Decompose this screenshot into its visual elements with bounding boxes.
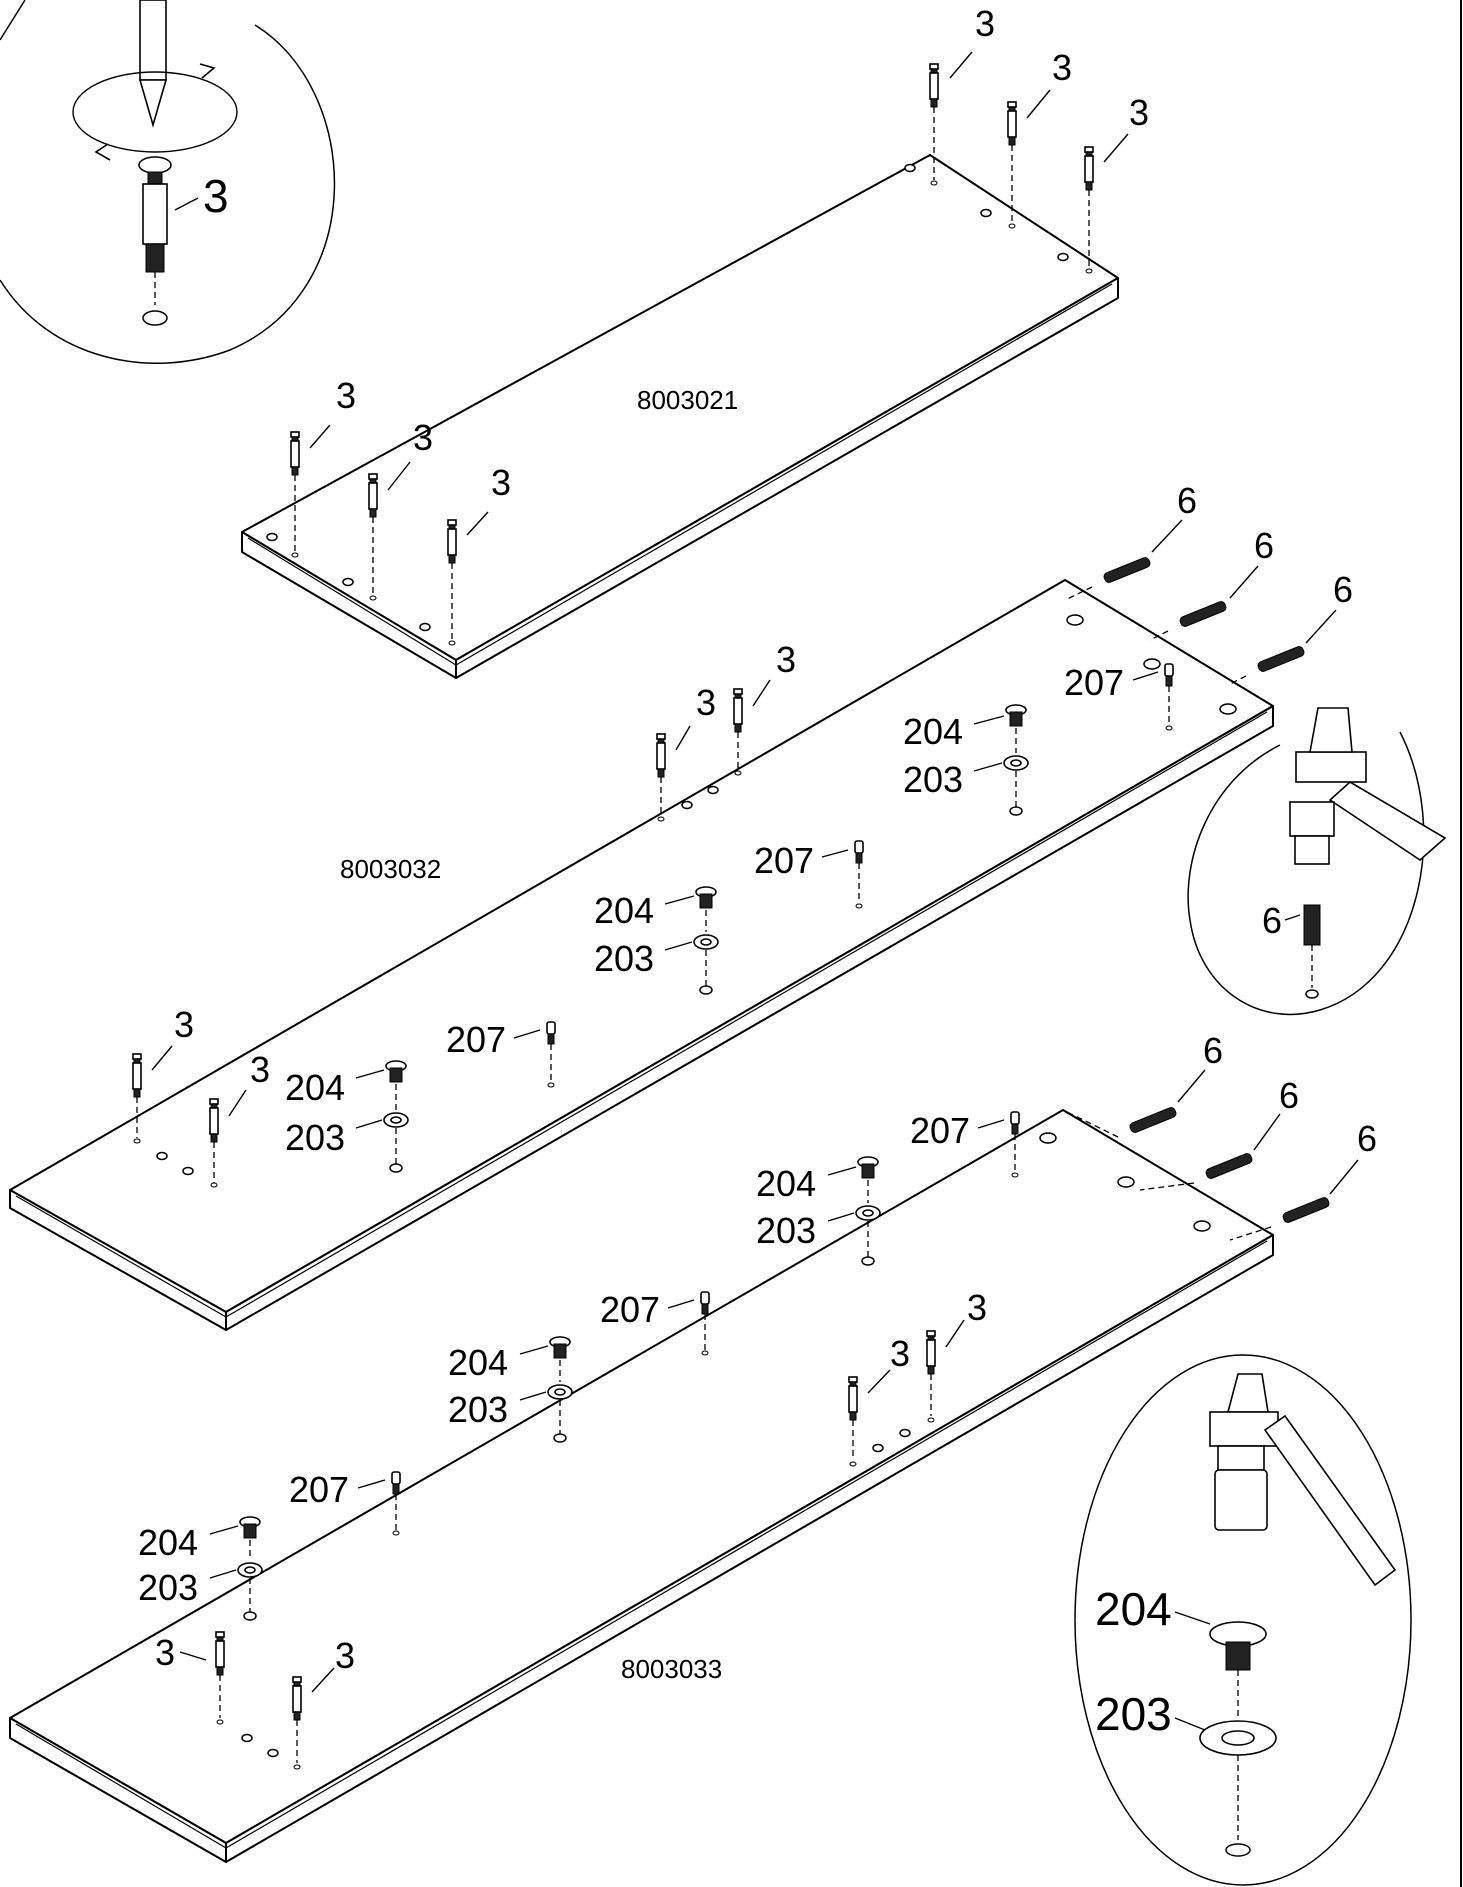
callout-label: 3: [1129, 92, 1149, 133]
callout-label: 207: [600, 1289, 660, 1330]
callout-label: 204: [756, 1163, 816, 1204]
panel-8003021: 8003021 3 3 3 3 3 3: [241, 3, 1149, 679]
callout-label: 3: [335, 1635, 355, 1676]
hammer-icon: [1295, 751, 1367, 783]
callout-label: 204: [138, 1522, 198, 1563]
callout-label: 203: [1095, 1688, 1172, 1740]
callout-label: 3: [967, 1287, 987, 1328]
callout-label: 203: [138, 1567, 198, 1608]
callout-label: 207: [754, 840, 814, 881]
rotate-arrow-icon: [72, 71, 238, 153]
callout-label: 203: [756, 1210, 816, 1251]
callout-label: 3: [975, 3, 995, 44]
callout-label: 207: [1064, 662, 1124, 703]
callout-label: 6: [1333, 569, 1353, 610]
callout-label: 3: [890, 1333, 910, 1374]
callout-label: 3: [776, 639, 796, 680]
panel-code: 8003021: [637, 385, 738, 415]
panel-code: 8003032: [340, 854, 441, 884]
callout-label: 6: [1177, 480, 1197, 521]
callout-label: 6: [1254, 525, 1274, 566]
callout-label: 204: [1095, 1583, 1172, 1635]
detail-view-bushing: 204 203: [1074, 1354, 1412, 1886]
panel-8003033: 8003033 3 3 3 3 207 207: [9, 1030, 1377, 1863]
panel-code: 8003033: [621, 1654, 722, 1684]
callout-label: 3: [250, 1049, 270, 1090]
callout-label: 204: [903, 711, 963, 752]
panel-8003032: 8003032 3 3 3 3 207 207: [9, 480, 1353, 1331]
callout-label: 203: [594, 938, 654, 979]
callout-label: 3: [491, 462, 511, 503]
callout-label: 6: [1203, 1030, 1223, 1071]
callout-label: 203: [903, 759, 963, 800]
callout-label: 204: [594, 890, 654, 931]
callout-label: 3: [1052, 47, 1072, 88]
callout-label: 207: [446, 1019, 506, 1060]
callout-label: 3: [696, 682, 716, 723]
callout-label: 203: [448, 1389, 508, 1430]
callout-label: 3: [413, 417, 433, 458]
callout-label: 6: [1262, 900, 1282, 941]
callout-label: 207: [910, 1110, 970, 1151]
callout-label: 3: [336, 375, 356, 416]
callout-label: 203: [285, 1117, 345, 1158]
screwdriver-icon: [139, 0, 167, 81]
hammer-icon: [1226, 1373, 1269, 1413]
callout-label: 204: [285, 1067, 345, 1108]
callout-label: 207: [289, 1469, 349, 1510]
callout-label: 3: [203, 170, 229, 222]
callout-label: 3: [155, 1632, 175, 1673]
detail-view-cambolt: 3: [0, 0, 336, 364]
callout-label: 3: [174, 1004, 194, 1045]
callout-label: 6: [1279, 1075, 1299, 1116]
callout-label: 204: [448, 1342, 508, 1383]
callout-label: 6: [1357, 1118, 1377, 1159]
detail-view-dowel: 6: [1187, 707, 1447, 1016]
